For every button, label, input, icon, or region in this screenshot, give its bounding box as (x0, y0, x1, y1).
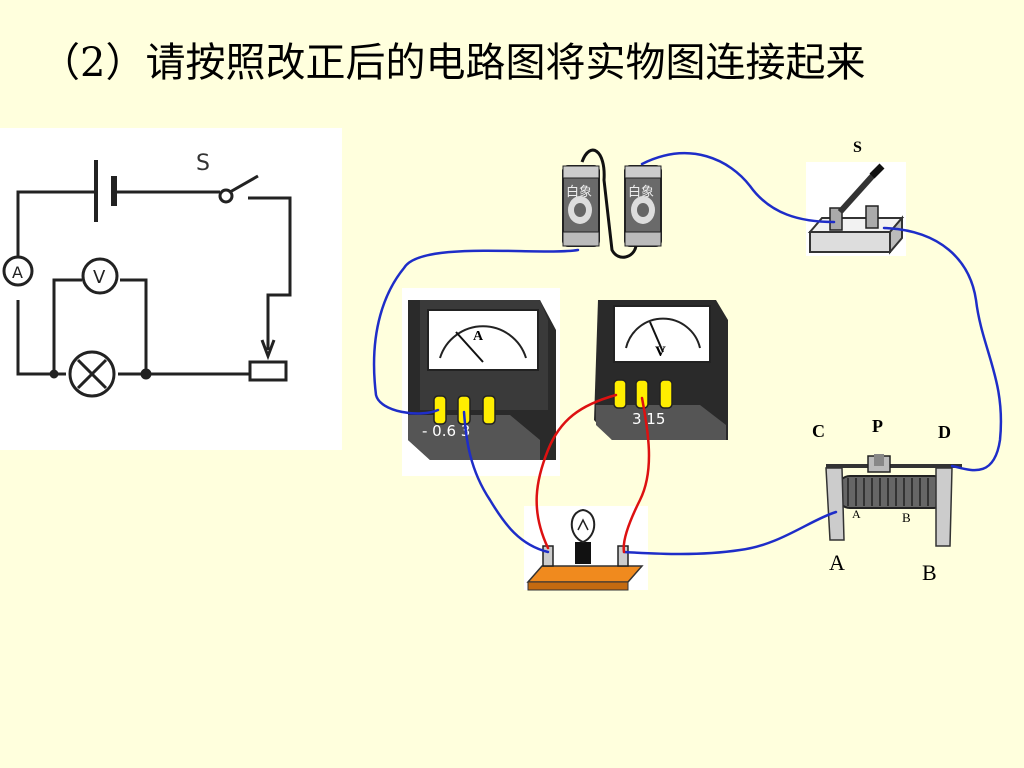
rheostat-label-b: B (922, 560, 937, 585)
circuit-schematic-panel (0, 128, 342, 450)
rheostat-label-a: A (829, 550, 845, 575)
knife-switch (807, 163, 905, 255)
rheostat-label-d: D (938, 422, 951, 442)
rheostat-inner-a: A (852, 507, 861, 521)
wire-ammeter-to-lamp (462, 410, 550, 554)
wire-switch-to-rheostat (882, 226, 1003, 472)
voltmeter (594, 300, 728, 440)
lamp (526, 508, 644, 591)
battery-left-text: 白象 (566, 184, 592, 200)
rheostat-label-p: P (872, 416, 883, 436)
voltmeter-dial-letter: V (655, 344, 666, 360)
switch-label: S (853, 139, 862, 156)
voltmeter-terminals (613, 379, 673, 409)
battery-cell-right (624, 165, 662, 247)
wire-battery-to-ammeter (372, 248, 580, 415)
schematic-ammeter-symbol: A (12, 263, 23, 282)
rheostat (825, 454, 962, 547)
schematic-drawing (2, 160, 292, 398)
rheostat-label-c: C (812, 421, 825, 441)
ammeter-terminal-text: - 0.6 3 (422, 422, 470, 440)
voltmeter-terminal-text: 3 15 (632, 410, 665, 428)
wire-voltmeter-to-lamp-left (535, 393, 618, 550)
wire-battery-to-switch (640, 152, 836, 224)
schematic-switch-label: S (196, 151, 210, 176)
battery-pack: 白象 白象 (562, 148, 662, 259)
ammeter-dial-letter: A (473, 329, 484, 344)
wire-voltmeter-to-lamp-right (622, 396, 651, 554)
connection-wires (372, 152, 1003, 556)
wire-rheostat-to-lamp (622, 510, 838, 556)
schematic-voltmeter-symbol: V (93, 267, 106, 288)
battery-right-text: 白象 (628, 184, 654, 200)
rheostat-inner-b: B (902, 510, 911, 525)
slide-title: （2）请按照改正后的电路图将实物图连接起来 (40, 40, 866, 86)
battery-cell-left (562, 165, 600, 247)
